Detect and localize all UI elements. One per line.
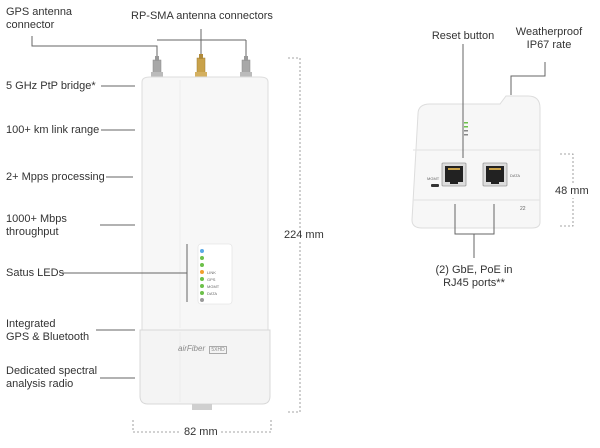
label-weatherproof-line2: IP67 rate bbox=[526, 39, 572, 51]
label-processing: 2+ Mpps processing bbox=[6, 171, 105, 183]
connector-gps bbox=[151, 56, 163, 78]
reset-hole bbox=[431, 184, 439, 187]
label-leds: Satus LEDs bbox=[6, 267, 65, 279]
label-throughput-line2: throughput bbox=[6, 226, 59, 238]
dimension-depth: 48 mm bbox=[553, 184, 591, 198]
label-gps-bluetooth-line2: GPS & Bluetooth bbox=[6, 331, 90, 343]
label-gps-connector-line1: GPS antenna bbox=[6, 6, 73, 18]
label-weatherproof: Weatherproof IP67 rate bbox=[510, 26, 588, 52]
label-gps-connector-line2: connector bbox=[6, 19, 55, 31]
device-lower-cap bbox=[139, 329, 271, 405]
port-label-data: DATA bbox=[510, 173, 521, 178]
label-spectral-radio-line2: analysis radio bbox=[6, 378, 74, 390]
led-panel bbox=[197, 243, 233, 305]
leader-lines-right bbox=[454, 44, 546, 258]
led-label-link: LINK bbox=[207, 270, 216, 275]
label-rpsma-connectors: RP-SMA antenna connectors bbox=[131, 10, 273, 22]
label-spectral-radio: Dedicated spectral analysis radio bbox=[6, 365, 97, 391]
label-link-range: 100+ km link range bbox=[6, 124, 100, 136]
status-leds bbox=[200, 249, 204, 302]
connector-rpsma-center bbox=[195, 54, 207, 78]
label-gps-connector: GPS antenna connector bbox=[6, 6, 72, 32]
device-bottom-view bbox=[411, 95, 541, 229]
port-data bbox=[482, 162, 508, 187]
port-mgmt bbox=[441, 162, 467, 187]
label-ports-line2: RJ45 ports** bbox=[443, 277, 505, 289]
label-ports: (2) GbE, PoE in RJ45 ports** bbox=[418, 264, 530, 290]
bottom-connector bbox=[192, 404, 212, 410]
label-ptp-bridge: 5 GHz PtP bridge* bbox=[6, 80, 96, 92]
led-label-mgmt: MGMT bbox=[207, 284, 220, 289]
label-ports-line1: (2) GbE, PoE in bbox=[435, 264, 513, 276]
label-throughput: 1000+ Mbps throughput bbox=[6, 213, 67, 239]
dimension-height: 224 mm bbox=[282, 229, 326, 241]
port-number: 22 bbox=[520, 206, 526, 212]
leader-lines-left bbox=[31, 29, 247, 379]
led-label-data: DATA bbox=[207, 291, 218, 296]
device-brand-text: airFiber bbox=[178, 344, 206, 353]
connector-rpsma-right bbox=[240, 56, 252, 78]
label-weatherproof-line1: Weatherproof bbox=[515, 26, 583, 38]
top-leds bbox=[464, 122, 468, 136]
device-brand: airFiber 5XHD bbox=[178, 344, 227, 354]
device-model-badge: 5XHD bbox=[209, 346, 227, 354]
label-gps-bluetooth: Integrated GPS & Bluetooth bbox=[6, 318, 89, 344]
label-throughput-line1: 1000+ Mbps bbox=[6, 213, 67, 225]
device-bottom-body bbox=[411, 95, 541, 229]
label-gps-bluetooth-line1: Integrated bbox=[6, 318, 56, 330]
label-reset-button: Reset button bbox=[431, 30, 495, 42]
device-body bbox=[141, 76, 269, 331]
label-spectral-radio-line1: Dedicated spectral bbox=[6, 365, 98, 377]
led-label-gps: GPS bbox=[207, 277, 216, 282]
dimension-width: 82 mm bbox=[181, 426, 221, 438]
port-label-mgmt: MGMT bbox=[427, 176, 440, 181]
device-front bbox=[139, 54, 271, 410]
